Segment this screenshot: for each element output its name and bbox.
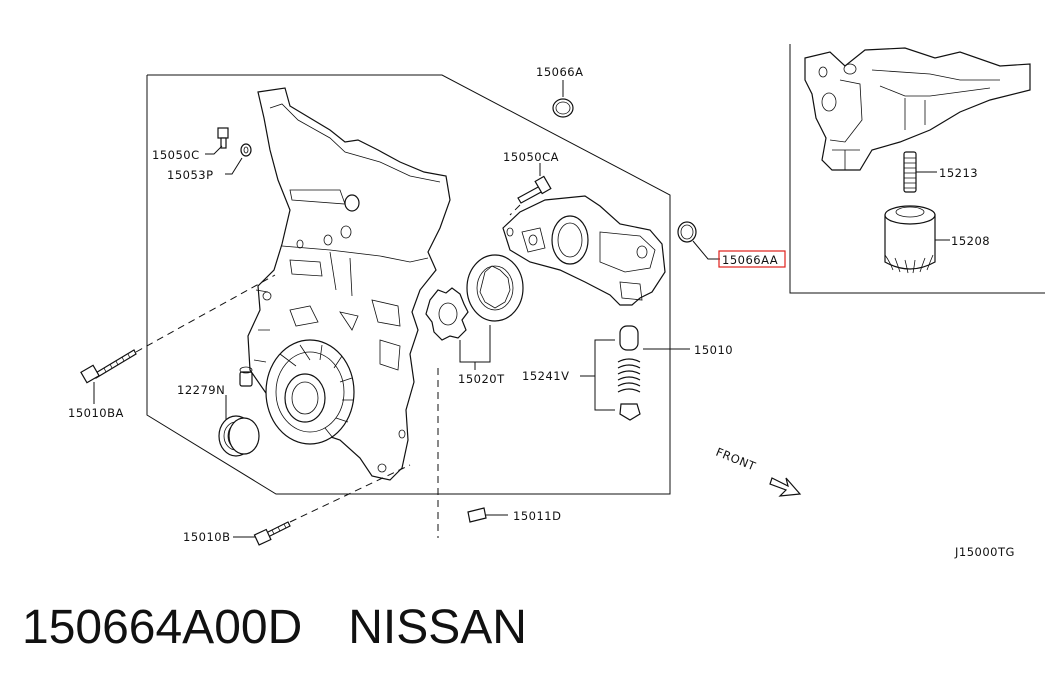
label-15053P: 15053P bbox=[167, 168, 214, 182]
plug-12279N bbox=[225, 366, 253, 404]
pump-gear-inner bbox=[425, 287, 469, 341]
bolt-15050CA bbox=[509, 163, 552, 216]
o-ring-15066A bbox=[552, 80, 574, 118]
label-15208: 15208 bbox=[951, 234, 990, 248]
label-15050C: 15050C bbox=[152, 148, 200, 162]
washer-15053P bbox=[225, 143, 252, 175]
inset-frame bbox=[789, 44, 1045, 294]
part-caption: 150664A00D NISSAN bbox=[22, 598, 527, 658]
brand-name: NISSAN bbox=[348, 601, 527, 654]
dowel-15011D bbox=[437, 368, 508, 538]
label-15213: 15213 bbox=[939, 166, 978, 180]
label-15241V: 15241V bbox=[522, 369, 569, 383]
oil-filter-15208 bbox=[884, 205, 950, 274]
crank-oil-seal bbox=[218, 404, 260, 457]
label-15011D: 15011D bbox=[513, 509, 561, 523]
relief-valve bbox=[580, 325, 690, 421]
highlight-15066AA: 15066AA bbox=[718, 250, 786, 268]
label-12279N: 12279N bbox=[177, 383, 225, 397]
stud-15213 bbox=[903, 151, 937, 193]
label-15020T: 15020T bbox=[458, 372, 505, 386]
label-15010: 15010 bbox=[694, 343, 733, 357]
bolt-15010BA bbox=[80, 274, 276, 404]
label-15010B: 15010B bbox=[183, 530, 230, 544]
bolt-15050C bbox=[205, 127, 229, 155]
label-15066AA: 15066AA bbox=[722, 253, 778, 267]
front-cover bbox=[247, 87, 451, 481]
label-front: FRONT bbox=[714, 445, 758, 474]
front-arrow bbox=[769, 477, 802, 497]
label-15066A: 15066A bbox=[536, 65, 583, 79]
pump-gear-outer bbox=[466, 254, 524, 322]
main-frame bbox=[146, 74, 671, 495]
o-ring-15066AA bbox=[677, 221, 720, 260]
oil-pump-body bbox=[502, 195, 666, 306]
label-drawing-code: J15000TG bbox=[954, 545, 1015, 559]
label-15050CA: 15050CA bbox=[503, 150, 559, 164]
engine-block-inset bbox=[804, 47, 1031, 171]
part-number: 150664A00D bbox=[22, 601, 303, 654]
bolt-15010B bbox=[233, 464, 411, 546]
label-15010BA: 15010BA bbox=[68, 406, 124, 420]
